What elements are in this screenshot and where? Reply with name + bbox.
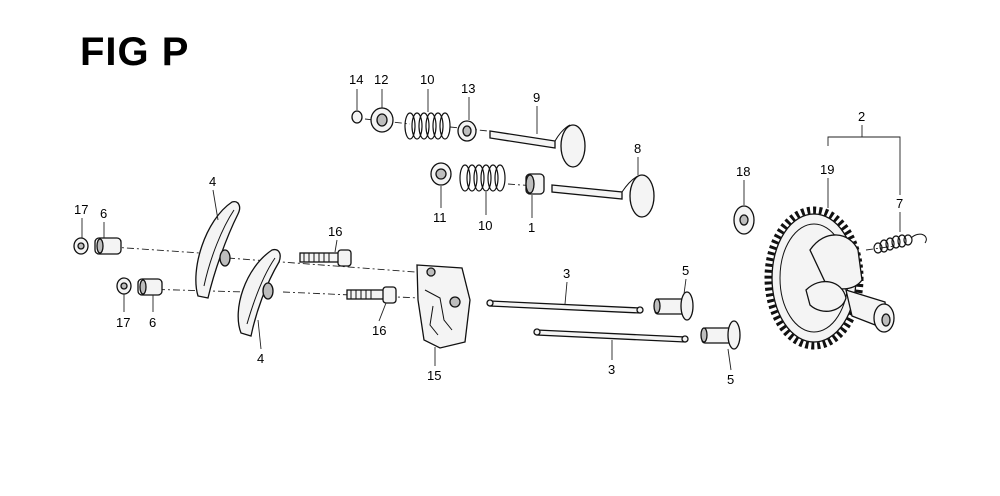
part-16-bolt-lower <box>346 286 397 304</box>
callout-8: 8 <box>634 141 641 156</box>
part-1-rotator <box>525 173 545 195</box>
part-3-pushrod-lower <box>533 328 689 343</box>
part-15-guide-plate <box>416 264 471 349</box>
part-4-rocker-arm-upper <box>195 200 241 299</box>
callout-17-lower: 17 <box>116 315 130 330</box>
callout-1: 1 <box>528 220 535 235</box>
callout-16-upper: 16 <box>328 224 342 239</box>
callout-18: 18 <box>736 164 750 179</box>
part-9-valve <box>489 124 586 168</box>
leader-lines <box>81 89 901 371</box>
part-12-retainer <box>370 107 394 133</box>
part-8-valve <box>551 174 655 218</box>
part-18-washer <box>733 205 755 235</box>
callout-labels: 14 12 10 13 9 8 11 10 1 2 18 19 7 4 4 17… <box>74 72 903 387</box>
callout-4-upper: 4 <box>209 174 216 189</box>
callout-16-lower: 16 <box>372 323 386 338</box>
part-5-tappet-upper <box>653 291 694 321</box>
callout-11: 11 <box>433 210 447 225</box>
part-10-valve-spring-upper <box>404 112 451 140</box>
part-14-keeper <box>351 110 363 124</box>
part-5-tappet-lower <box>700 320 741 350</box>
figure-title: FIG P <box>80 30 190 74</box>
callout-6-lower: 6 <box>149 315 156 330</box>
part-16-bolt-upper <box>299 249 352 267</box>
callout-4-lower: 4 <box>257 351 264 366</box>
callout-3-lower: 3 <box>608 362 615 377</box>
part-10-valve-spring-lower <box>459 164 506 192</box>
part-3-pushrod-upper <box>486 299 644 314</box>
callout-6-upper: 6 <box>100 206 107 221</box>
callout-14: 14 <box>349 72 363 87</box>
callout-19: 19 <box>820 162 834 177</box>
callout-3-upper: 3 <box>563 266 570 281</box>
callout-5-lower: 5 <box>727 372 734 387</box>
part-6-pivot-lower <box>137 278 163 296</box>
part-4-rocker-arm-lower <box>237 248 281 337</box>
callout-12: 12 <box>374 72 388 87</box>
callout-15: 15 <box>427 368 441 383</box>
callout-10-lower: 10 <box>478 218 492 233</box>
callout-13: 13 <box>461 81 475 96</box>
part-13-retainer <box>457 120 477 142</box>
callout-9: 9 <box>533 90 540 105</box>
part-2-camshaft <box>805 234 895 333</box>
part-6-pivot-upper <box>94 237 122 255</box>
callout-17-upper: 17 <box>74 202 88 217</box>
part-17-nut-lower <box>116 277 132 295</box>
callout-7: 7 <box>896 196 903 211</box>
callout-10-upper: 10 <box>420 72 434 87</box>
part-11-retainer <box>430 162 452 186</box>
part-17-nut-upper <box>73 237 89 255</box>
callout-2: 2 <box>858 109 865 124</box>
callout-5-upper: 5 <box>682 263 689 278</box>
part-7-spring <box>873 233 927 254</box>
